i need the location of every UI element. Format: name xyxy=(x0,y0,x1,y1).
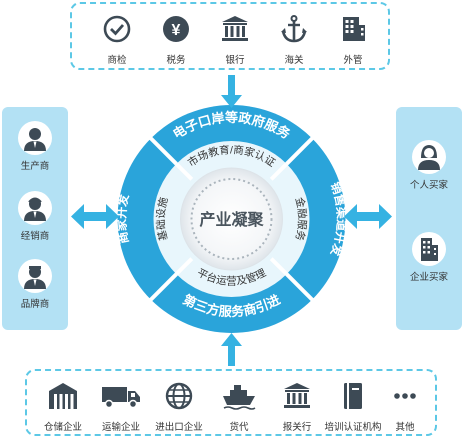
left-item-brand-owner: 品牌商 xyxy=(5,259,65,310)
bottom-item-import-export: 进出口企业 xyxy=(149,381,209,433)
bottom-item-others: 其他 xyxy=(375,381,435,433)
core-circle xyxy=(180,167,283,271)
top-item-customs: 海关 xyxy=(264,14,324,66)
top-item-label: 税务 xyxy=(166,55,186,66)
arrow-up-bottom xyxy=(221,333,242,366)
bottom-item-label: 进出口企业 xyxy=(155,422,203,433)
top-item-label: 外管 xyxy=(343,55,363,66)
top-item-label: 海关 xyxy=(284,55,304,66)
anchor-icon xyxy=(281,15,307,43)
core-dashed-ring xyxy=(190,178,273,260)
core-label: 产业凝聚 xyxy=(199,210,264,229)
bottom-item-label: 培训认证机构 xyxy=(324,422,382,433)
left-item-label: 品牌商 xyxy=(20,299,50,310)
right-item-label: 企业买家 xyxy=(409,272,448,283)
bottom-item-label: 运输企业 xyxy=(101,422,140,433)
seller-panel: 生产商 经销商 品牌商 xyxy=(2,107,68,330)
bottom-item-freight-forwarder: 货代 xyxy=(209,381,269,433)
dealer-icon xyxy=(18,191,52,225)
arrow-down-top xyxy=(221,75,242,108)
service-providers-group: 仓储企业 运输企业 进出口企业 货代 xyxy=(25,369,437,436)
bottom-item-label: 报关行 xyxy=(282,422,312,433)
buyer-panel: 个人买家 企业买家 xyxy=(396,107,462,330)
yen-icon: ¥ xyxy=(163,16,189,42)
svg-text:¥: ¥ xyxy=(172,22,181,39)
more-dots-icon xyxy=(394,393,416,399)
outer-label-right: 销售渠道开发 xyxy=(328,180,350,259)
brand-owner-icon xyxy=(18,259,52,293)
right-item-personal-buyer: 个人买家 xyxy=(399,140,459,191)
enterprise-building-icon xyxy=(412,232,446,266)
warehouse-icon xyxy=(49,383,77,409)
top-item-inspection: 商检 xyxy=(87,14,147,66)
bottom-item-transport: 运输企业 xyxy=(91,381,151,433)
woman-buyer-icon xyxy=(412,140,446,174)
bottom-item-label: 其他 xyxy=(395,422,415,433)
top-item-bank: 银行 xyxy=(205,14,265,66)
left-item-label: 生产商 xyxy=(20,161,50,172)
right-item-label: 个人买家 xyxy=(409,180,448,191)
top-item-forex: 外管 xyxy=(323,14,383,66)
government-services-group: 商检 ¥ 税务 银行 海关 xyxy=(70,2,390,70)
top-item-label: 银行 xyxy=(225,55,245,66)
truck-icon xyxy=(102,387,140,409)
top-item-label: 商检 xyxy=(107,55,127,66)
bottom-item-label: 货代 xyxy=(229,422,249,433)
globe-icon xyxy=(165,382,193,410)
cargo-ship-icon xyxy=(223,385,256,410)
right-item-enterprise-buyer: 企业买家 xyxy=(399,232,459,283)
bank-icon xyxy=(222,16,248,41)
ring-separators xyxy=(147,135,316,303)
check-circle-icon xyxy=(103,15,131,43)
book-icon xyxy=(344,383,362,409)
arrow-double-right xyxy=(344,204,392,229)
customs-building-icon xyxy=(284,383,310,408)
left-item-label: 经销商 xyxy=(20,231,50,242)
bottom-item-label: 仓储企业 xyxy=(43,422,82,433)
bottom-item-training-cert: 培训认证机构 xyxy=(319,381,387,433)
bottom-item-warehouse: 仓储企业 xyxy=(33,381,93,433)
left-item-manufacturer: 生产商 xyxy=(5,121,65,172)
businessman-icon xyxy=(18,121,52,155)
arrow-double-left xyxy=(71,204,119,229)
bottom-item-customs-broker: 报关行 xyxy=(267,381,327,433)
office-building-icon xyxy=(343,17,365,41)
top-item-tax: ¥ 税务 xyxy=(146,14,206,66)
left-item-distributor: 经销商 xyxy=(5,191,65,242)
